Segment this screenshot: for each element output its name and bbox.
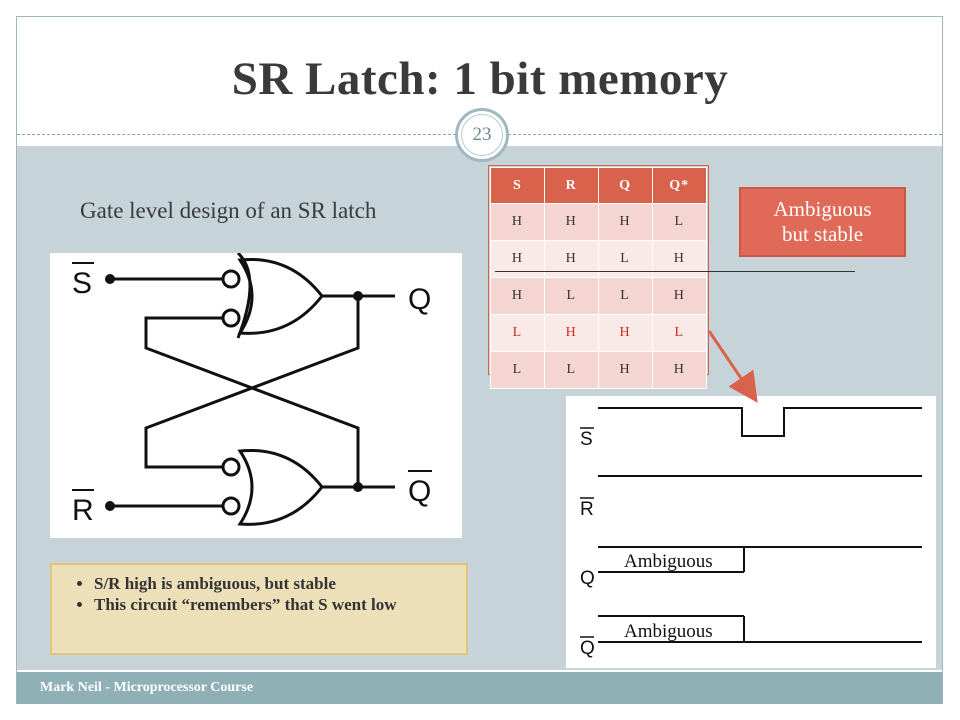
cell: H	[597, 351, 653, 389]
cell: L	[490, 314, 545, 352]
r-input-dot	[105, 501, 115, 511]
cell: H	[651, 351, 707, 389]
timing-waveforms: S R Q Q Ambiguous Ambiguous	[580, 407, 922, 659]
r-input-bubble	[221, 496, 241, 516]
cell: H	[543, 203, 599, 241]
timing-q-label: Q	[580, 568, 595, 589]
q-label: Q	[408, 283, 431, 316]
qbar-ambiguous-label: Ambiguous	[624, 621, 713, 642]
table-underline	[495, 271, 855, 272]
header-q: Q	[597, 167, 653, 204]
cell: H	[490, 277, 545, 315]
ambiguous-callout: Ambiguous but stable	[739, 187, 906, 257]
s-waveform	[598, 407, 922, 437]
top-feedback-bubble	[221, 308, 241, 328]
cell: L	[490, 351, 545, 389]
cell: L	[543, 277, 599, 315]
cell: H	[543, 314, 599, 352]
timing-r-label: R	[580, 499, 594, 520]
sr-latch-schematic: S R Q Q	[72, 251, 432, 527]
timing-s-label: S	[580, 429, 593, 450]
timing-diagram: S R Q Q Ambiguous Ambiguous	[566, 396, 936, 668]
header-q-next: Q*	[651, 167, 707, 204]
truth-table-header: S R Q Q*	[490, 167, 707, 204]
truth-table-row: L L H H	[490, 351, 707, 389]
cell: L	[543, 351, 599, 389]
truth-table-row: H H H L	[490, 203, 707, 241]
callout-line-1: Ambiguous	[773, 197, 872, 221]
slide-number-badge: 23	[455, 108, 509, 162]
q-bar-label: Q	[408, 475, 431, 508]
circuit-diagram: S R Q Q	[50, 251, 462, 538]
callout-line-2: but stable	[781, 222, 864, 246]
cell: H	[651, 277, 707, 315]
cell: H	[597, 314, 653, 352]
truth-table-row: H L L H	[490, 277, 707, 315]
footer-bar	[17, 672, 942, 704]
q-junction-dot	[353, 291, 363, 301]
truth-table: S R Q Q* H H H L H H L H H L L H L H H L…	[490, 167, 707, 389]
bottom-feedback-bubble	[221, 457, 241, 477]
cell: L	[651, 314, 707, 352]
cell: L	[651, 203, 707, 241]
timing-qbar-label: Q	[580, 638, 595, 659]
bottom-or-gate-body	[237, 448, 324, 526]
s-input-bubble	[221, 269, 241, 289]
notes-box: S/R high is ambiguous, but stable This c…	[50, 563, 468, 655]
footer-text: Mark Neil - Microprocessor Course	[40, 680, 254, 695]
cell: H	[490, 203, 545, 241]
note-item: S/R high is ambiguous, but stable	[94, 573, 456, 594]
note-item: This circuit “remembers” that S went low	[94, 594, 456, 615]
top-or-gate-body	[237, 257, 324, 335]
slide-number-ring	[461, 114, 503, 156]
s-input-dot	[105, 274, 115, 284]
notes-list: S/R high is ambiguous, but stable This c…	[82, 573, 456, 615]
cell: H	[597, 203, 653, 241]
slide-title: SR Latch: 1 bit memory	[231, 53, 729, 105]
truth-table-row: L H H L	[490, 314, 707, 352]
cell: L	[597, 277, 653, 315]
subtitle: Gate level design of an SR latch	[80, 198, 377, 223]
s-bar-label: S	[72, 267, 92, 300]
qbar-junction-dot	[353, 482, 363, 492]
q-ambiguous-label: Ambiguous	[624, 551, 713, 572]
header-s: S	[490, 167, 545, 204]
header-r: R	[543, 167, 599, 204]
r-bar-label: R	[72, 494, 94, 527]
